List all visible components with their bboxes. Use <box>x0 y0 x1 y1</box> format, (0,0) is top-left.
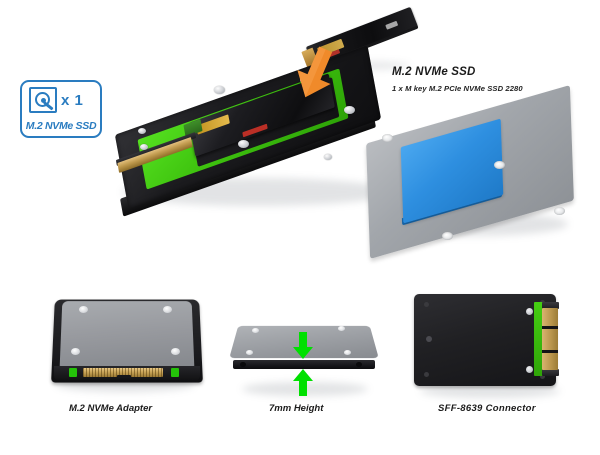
latch-tab-left-green <box>69 368 77 377</box>
adapter-height-edge-band <box>233 360 375 369</box>
caption-adapter: M.2 NVMe Adapter <box>69 403 153 414</box>
frame-screw <box>138 128 146 134</box>
caption-connector: SFF-8639 Connector <box>438 403 536 414</box>
caption-height: 7mm Height <box>269 403 324 414</box>
frame-screw <box>238 140 249 148</box>
connector-shell-bottom <box>542 369 559 376</box>
m2-callout-subtitle: 1 x M key M.2 PCIe NVMe SSD 2280 <box>392 84 523 93</box>
latch-tab-right-green <box>171 368 179 377</box>
rear-screw <box>540 374 545 379</box>
top-screw-hole <box>252 328 259 333</box>
frame-screw <box>140 144 148 150</box>
hard-drive-icon <box>29 87 57 113</box>
view-c-shadow <box>420 384 560 398</box>
badge-icon-row: x 1 <box>29 87 83 113</box>
cover-screw-hole <box>171 348 180 355</box>
connector-screw-hole <box>526 366 533 373</box>
badge-caption: M.2 NVMe SSD <box>25 120 97 132</box>
badge-count: x 1 <box>61 91 84 109</box>
height-arrow-up-green <box>292 368 314 401</box>
cover-screw-hole <box>163 306 172 313</box>
cover-screw-hole <box>79 306 88 313</box>
cover-screw-hole <box>71 348 80 355</box>
hard-drive-arm <box>43 101 54 111</box>
connector-pin-teeth <box>83 368 163 377</box>
height-arrow-down-green <box>292 332 314 365</box>
frame-screw <box>344 106 355 114</box>
adapter-connector-rear-view <box>408 292 578 398</box>
edge-port-hole <box>356 362 362 367</box>
connector-green-pcb-strip <box>534 302 543 376</box>
assembled-adapter-front-view <box>45 296 210 394</box>
adapter-exploded-assembly <box>92 45 412 217</box>
edge-port-hole <box>240 362 246 367</box>
plate-screw-hole <box>442 232 453 240</box>
connector-screw-hole <box>526 308 533 315</box>
plate-screw-hole <box>494 161 505 169</box>
rear-screw <box>424 302 429 307</box>
connector-gap-bottom <box>542 350 558 353</box>
down-arrow-svg <box>293 332 313 359</box>
connector-shell-top <box>542 302 559 309</box>
frame-screw <box>324 154 332 160</box>
orange-arrow-svg <box>297 46 333 98</box>
frame-screw <box>214 86 225 94</box>
m2-callout-title: M.2 NVMe SSD <box>392 66 476 78</box>
plate-screw-hole <box>554 207 565 215</box>
top-screw-hole <box>246 350 253 355</box>
insertion-arrow-orange <box>282 46 342 102</box>
adapter-height-view <box>228 312 388 402</box>
metal-cover-plate-with-thermal-pad <box>358 85 590 259</box>
m2-nvme-ssd-badge: x 1 M.2 NVMe SSD <box>20 80 102 138</box>
plate-screw-hole <box>382 134 393 142</box>
top-screw-hole <box>344 350 351 355</box>
sff8639-gold-contacts <box>542 308 558 370</box>
rear-center-screw <box>426 336 432 342</box>
rear-screw <box>424 372 429 377</box>
connector-gap-top <box>542 326 558 329</box>
connector-key-notch <box>117 375 131 378</box>
up-arrow-svg <box>293 369 313 396</box>
top-screw-hole <box>338 326 345 331</box>
